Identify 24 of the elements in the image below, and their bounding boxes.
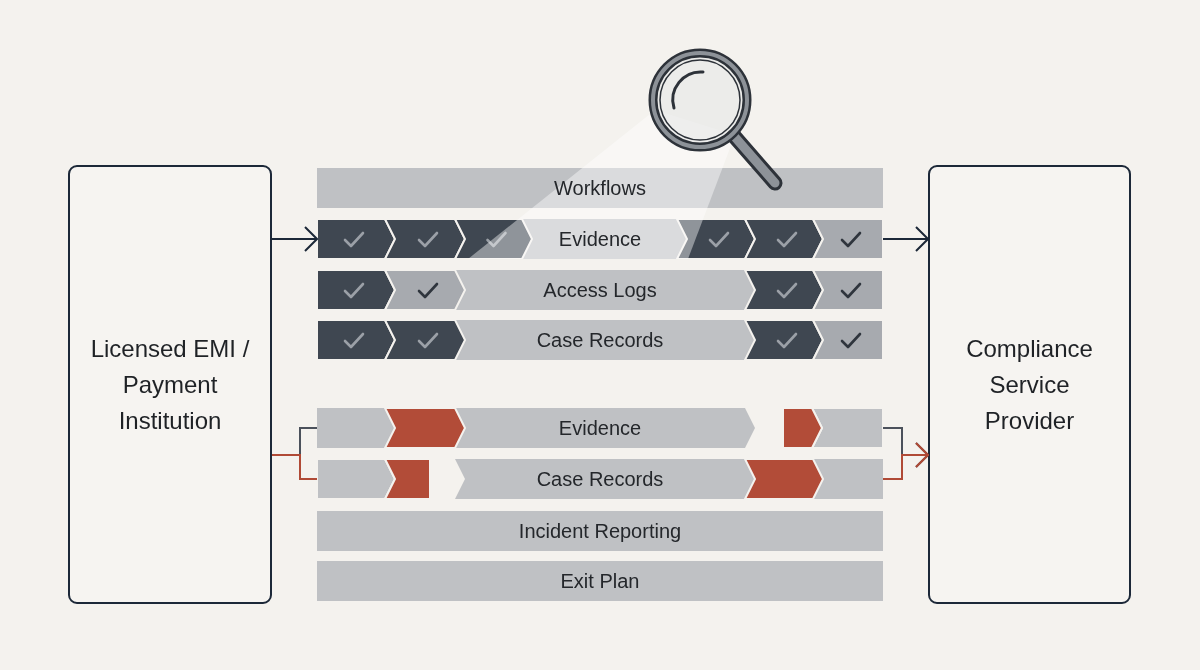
connector-line — [271, 454, 318, 480]
arrow — [882, 442, 929, 480]
row-bar — [317, 219, 883, 259]
row-label: Case Records — [536, 467, 664, 491]
row-label: Workflows — [554, 176, 646, 200]
arrow — [882, 226, 929, 252]
row-bar — [317, 168, 883, 208]
row-label: Evidence — [558, 416, 642, 440]
box-label: Licensed EMI / Payment Institution — [89, 333, 251, 436]
row-bar — [317, 408, 883, 448]
entity-box — [68, 165, 272, 604]
row-bar — [317, 270, 883, 310]
row-bar — [317, 459, 883, 499]
row-bar — [317, 511, 883, 551]
row-label: Incident Reporting — [518, 519, 682, 543]
entity-box — [928, 165, 1131, 604]
row-label: Evidence — [558, 227, 642, 251]
row-label: Access Logs — [543, 278, 657, 302]
row-bar — [317, 320, 883, 360]
row-label: Exit Plan — [560, 569, 640, 593]
row-label: Case Records — [536, 328, 664, 352]
box-label: Compliance Service Provider — [965, 333, 1094, 436]
row-bar — [317, 561, 883, 601]
arrow — [271, 226, 318, 252]
